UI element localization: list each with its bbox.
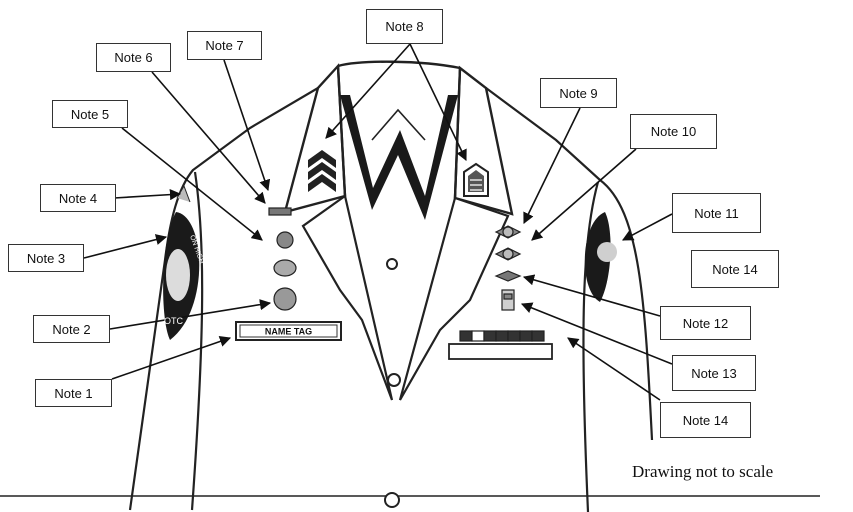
note-9-box: Note 9 <box>540 78 617 108</box>
jacket-outline <box>0 87 820 512</box>
note-3-label: Note 3 <box>26 250 66 266</box>
note-14-box-b: Note 14 <box>660 402 751 438</box>
note-10-label: Note 10 <box>650 124 697 139</box>
note-7-label: Note 7 <box>205 38 244 53</box>
note-13-label: Note 13 <box>691 365 737 381</box>
arrow-note-13 <box>520 302 673 365</box>
arrow-note-6 <box>151 71 266 204</box>
note-5-box: Note 5 <box>52 100 128 128</box>
note-2-label: Note 2 <box>52 321 91 337</box>
vertical-badge <box>501 289 515 311</box>
arrow-note-8b <box>409 43 467 162</box>
arrow-note-4 <box>113 189 182 201</box>
note-4-box: Note 4 <box>40 184 116 212</box>
buttons <box>384 258 401 508</box>
note-14-box-a: Note 14 <box>691 250 779 288</box>
leader-arrows <box>83 43 673 401</box>
note-10-box: Note 10 <box>630 114 717 149</box>
badge-round-1 <box>276 231 294 249</box>
note-7-box: Note 7 <box>187 31 262 60</box>
arrow-note-12 <box>522 274 661 317</box>
note-9-label: Note 9 <box>559 85 598 101</box>
note-6-label: Note 6 <box>114 50 153 65</box>
note-6-box: Note 6 <box>96 43 171 72</box>
shoulder-patch-left <box>163 184 200 340</box>
patch-right-text: R <box>606 279 618 296</box>
scale-caption: Drawing not to scale <box>632 462 774 481</box>
note-8-box: Note 8 <box>366 9 443 44</box>
shoulder-patch-right <box>584 212 617 302</box>
note-13-box: Note 13 <box>672 355 756 391</box>
note-12-box: Note 12 <box>660 306 751 340</box>
lapels <box>301 194 510 401</box>
note-5-label: Note 5 <box>70 106 110 122</box>
arrow-note-14 <box>567 337 661 401</box>
note-14-label-a: Note 14 <box>712 261 758 277</box>
note-3-box: Note 3 <box>8 244 84 272</box>
note-11-label: Note 11 <box>694 205 739 221</box>
badge-round-2 <box>273 259 297 277</box>
note-2-box: Note 2 <box>33 315 110 343</box>
small-wings <box>494 270 522 282</box>
arrow-note-7 <box>223 59 271 192</box>
note-14-label-b: Note 14 <box>682 412 729 428</box>
left-breast-badges <box>268 207 297 311</box>
tie <box>340 95 458 220</box>
note-12-label: Note 12 <box>682 315 729 331</box>
arrow-note-5 <box>121 127 263 241</box>
arrow-note-8a <box>325 43 411 139</box>
badge-bar <box>268 207 292 216</box>
arrow-note-11 <box>622 213 673 241</box>
note-1-label: Note 1 <box>54 385 93 401</box>
name-tag-plate <box>235 321 342 341</box>
chevron-insignia <box>308 150 336 192</box>
name-tag-text: NAME TAG <box>265 327 312 337</box>
rank-insignia <box>463 162 489 197</box>
badge-round-3 <box>273 287 297 311</box>
right-breast-badges <box>494 225 522 311</box>
note-4-label: Note 4 <box>58 190 98 206</box>
arrow-note-9 <box>523 107 581 225</box>
note-8-label: Note 8 <box>385 19 424 34</box>
note-11-box: Note 11 <box>672 193 761 233</box>
arrow-note-3 <box>83 234 168 259</box>
arrow-note-1 <box>111 336 232 380</box>
arrow-note-10 <box>531 148 637 241</box>
patch-bottom-text: OTC <box>164 316 183 326</box>
arrow-note-2 <box>109 299 272 330</box>
note-1-box: Note 1 <box>35 379 112 407</box>
ribbon-rack <box>448 330 553 360</box>
